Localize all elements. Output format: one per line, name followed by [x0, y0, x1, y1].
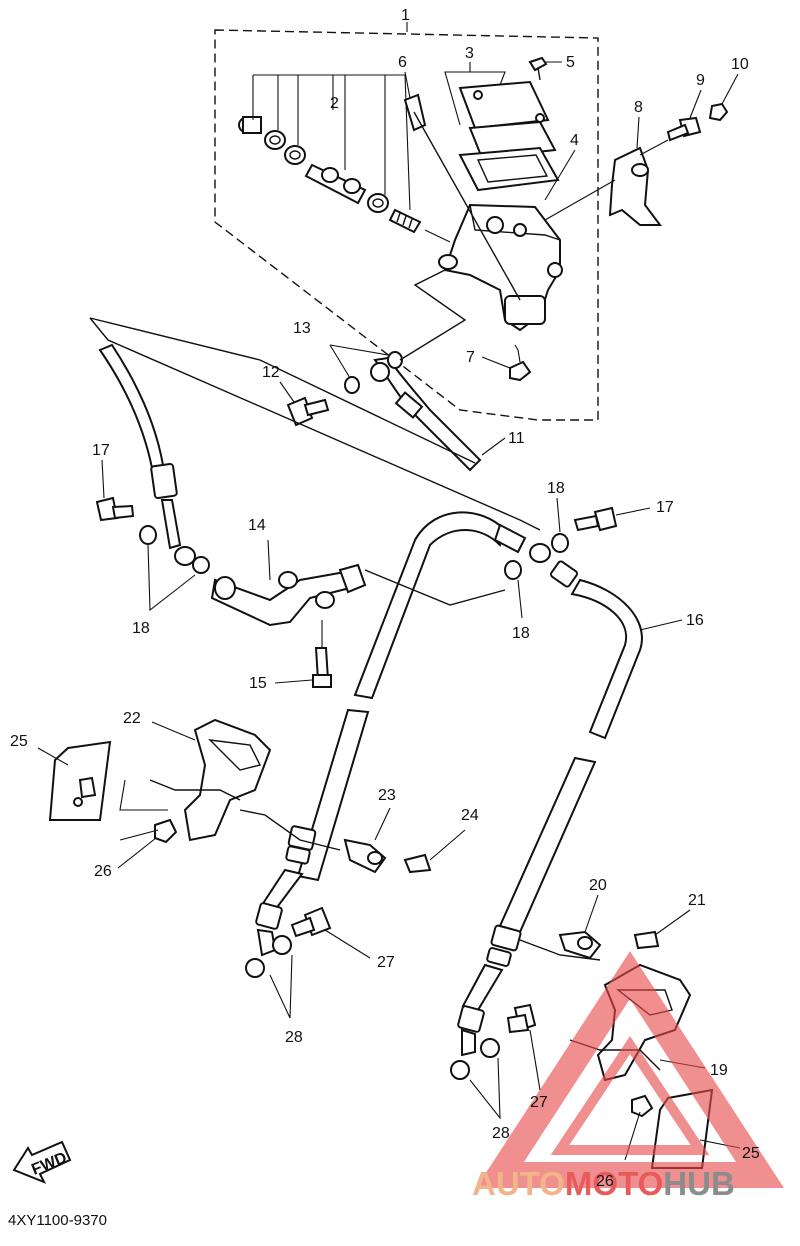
- forward-arrow-icon: FWD: [12, 1140, 72, 1184]
- callout-17-right: 17: [656, 499, 674, 516]
- callout-10: 10: [731, 56, 749, 73]
- copper-washer: [551, 533, 569, 553]
- reservoir-cap: [458, 80, 550, 130]
- hose-clamp-right: [558, 930, 602, 960]
- copper-washer: [344, 376, 360, 394]
- callout-24: 24: [461, 807, 479, 824]
- automotohub-logo: [476, 951, 784, 1188]
- copper-washer: [387, 351, 403, 369]
- callout-5: 5: [566, 54, 575, 71]
- callout-8: 8: [634, 99, 643, 116]
- callout-4: 4: [570, 132, 579, 149]
- copper-washer: [480, 1038, 500, 1058]
- master-cylinder-body: [438, 203, 563, 332]
- callout-23: 23: [378, 787, 396, 804]
- copper-washer: [245, 958, 265, 978]
- callout-17-left: 17: [92, 442, 110, 459]
- brake-hose-left: [98, 343, 196, 566]
- callout-6: 6: [398, 54, 407, 71]
- callout-1: 1: [401, 7, 410, 24]
- callout-20: 20: [589, 877, 607, 894]
- pad-nut-right: [631, 1094, 654, 1118]
- copper-washer: [450, 1060, 470, 1080]
- callout-19: 19: [710, 1062, 728, 1079]
- callout-9: 9: [696, 72, 705, 89]
- copper-washer: [272, 935, 292, 955]
- callout-12: 12: [262, 364, 280, 381]
- callout-28-right: 28: [492, 1125, 510, 1142]
- master-cylinder-nut: [509, 344, 532, 382]
- callout-25-left: 25: [10, 733, 28, 750]
- union-bolt-27-right: [506, 1003, 537, 1034]
- union-bolt-left: [95, 496, 135, 522]
- brake-hose-front-right: [457, 756, 597, 1057]
- callout-28-left: 28: [285, 1029, 303, 1046]
- union-bolt: [286, 396, 330, 427]
- copper-washer: [504, 560, 522, 580]
- hose-clamp-left: [343, 838, 387, 874]
- holder-bolt: [666, 116, 702, 142]
- callout-18-left: 18: [132, 620, 150, 637]
- holder-nut: [708, 102, 729, 122]
- callout-11: 11: [508, 430, 525, 447]
- callout-27-left: 27: [377, 954, 395, 971]
- diaphragm: [458, 146, 560, 192]
- brake-hose-main: [353, 511, 643, 740]
- diagram-code: 4XY1100-9370: [8, 1212, 107, 1229]
- pad-nut-left: [154, 818, 178, 844]
- callout-22: 22: [123, 710, 141, 727]
- joint-screw: [312, 647, 332, 688]
- clamp-bolt-right: [633, 930, 660, 950]
- handlebar-holder: [608, 146, 662, 226]
- bleed-screw: [403, 93, 521, 301]
- brake-hose-front-left: [255, 708, 370, 957]
- copper-washer: [192, 556, 210, 574]
- master-cylinder-assembly-outline: [214, 29, 599, 421]
- callout-18-top: 18: [547, 480, 565, 497]
- watermark-moto: MOTO: [565, 1165, 663, 1202]
- piston-kit: [238, 116, 451, 243]
- watermark-hub: HUB: [663, 1165, 735, 1202]
- callout-14: 14: [248, 517, 266, 534]
- union-bolt-right: [573, 506, 618, 532]
- watermark-text: AUTOMOTOHUB: [472, 1165, 735, 1202]
- bracket-left: [149, 718, 272, 842]
- brake-hose-joint: [210, 563, 367, 627]
- clamp-bolt: [403, 853, 432, 874]
- callout-25-right: 25: [742, 1145, 760, 1162]
- callout-16: 16: [686, 612, 704, 629]
- callout-18-right: 18: [512, 625, 530, 642]
- union-bolt-27-left: [290, 906, 332, 938]
- callout-7: 7: [466, 349, 475, 366]
- cap-screw: [528, 56, 548, 81]
- callout-26-left: 26: [94, 863, 112, 880]
- callout-26-right: 26: [596, 1173, 614, 1190]
- pad-left: [48, 740, 112, 821]
- callout-27-right: 27: [530, 1094, 548, 1111]
- copper-washer: [139, 525, 157, 545]
- callout-3: 3: [465, 45, 474, 62]
- watermark-auto: AUTO: [472, 1165, 565, 1202]
- callout-15: 15: [249, 675, 267, 692]
- callout-21: 21: [688, 892, 706, 909]
- brake-hose-upper: [370, 356, 482, 472]
- callout-2: 2: [330, 95, 339, 112]
- callout-13: 13: [293, 320, 311, 337]
